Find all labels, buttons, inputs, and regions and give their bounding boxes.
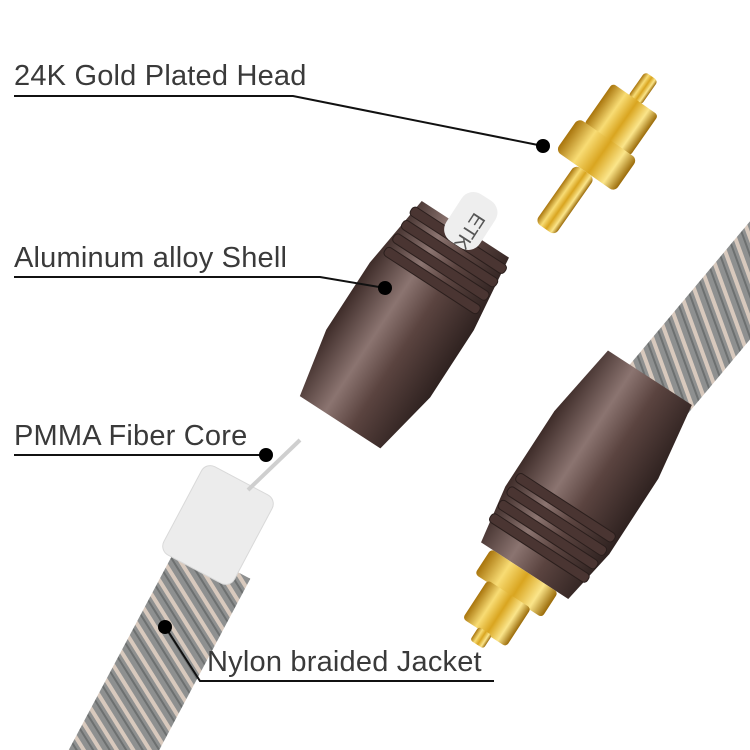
aluminum-shell-upper: ETK (299, 191, 509, 449)
jacket-cable-left (57, 541, 251, 750)
jacket-cable-right (619, 193, 750, 426)
leader-head (14, 95, 544, 147)
callout-nylon-jacket: Nylon braided Jacket (207, 646, 482, 678)
leader-dots (158, 139, 550, 634)
leader-shell (14, 276, 386, 289)
fiber-cap (162, 465, 274, 585)
callout-gold-plated-head: 24K Gold Plated Head (14, 60, 307, 92)
callout-aluminum-shell: Aluminum alloy Shell (14, 242, 288, 274)
aluminum-shell-lower (464, 350, 692, 648)
leader-jacket (165, 627, 494, 682)
fiber-core-strand (246, 438, 302, 492)
gold-head-upper (537, 73, 657, 234)
leader-lines (14, 95, 544, 682)
callout-pmma-fiber-core: PMMA Fiber Core (14, 420, 248, 452)
